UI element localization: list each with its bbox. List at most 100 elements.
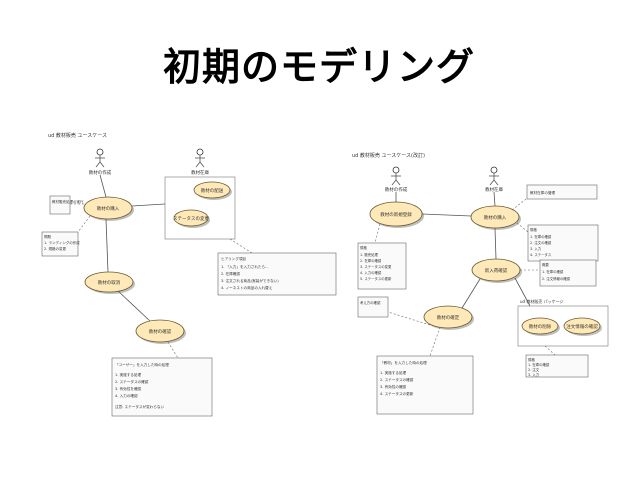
right-dash-1 (374, 223, 381, 244)
right-note-5-line-2: 2. 注文情報の確認 (542, 276, 571, 281)
left-note-3-line-4: 4. ノーネストの商品の入れ替え (221, 285, 273, 290)
left-usecase-1-label: 教材の購入 (97, 205, 120, 212)
right-note-6-line-4: 4. ステータスの更新 (380, 391, 414, 396)
right-note-4-line-3: 3. 入力 (530, 246, 542, 251)
left-note-1: 教材販売処理の実行 (49, 195, 84, 215)
left-note-3: ヒアリング項目 1. 「入力」を入力されたら... 2. 在庫確認 3. 注文さ… (217, 252, 337, 296)
right-actor-2: 教材在庫 (485, 166, 503, 193)
right-actor-2-label: 教材在庫 (485, 186, 503, 193)
left-diagram-caption: ud 教材販売 ユースケース (48, 132, 107, 139)
right-diagram: ud 教材販売 ユースケース(改訂) 教材の作成 教材在庫 教材の新規登録 (352, 152, 609, 415)
left-link-1 (99, 174, 107, 198)
left-note-4: 「ユーザー」を入力した時の処理 1. 実施する処理 2. ステータスの確認 3.… (111, 357, 213, 417)
left-note-4-line-5: 注意: ステータスが変わらない (115, 404, 164, 409)
right-note-4: 規格 1. 在庫の確認 2. 注文の確認 3. 入力 4. ステータス (527, 224, 599, 262)
right-note-3: 教材在庫の管理 (526, 184, 598, 200)
left-note-3-line-0: ヒアリング項目 (221, 256, 246, 261)
left-note-4-line-4: 4. 入力の確認 (115, 393, 138, 398)
right-usecase-4: 教材の確定 (423, 305, 474, 330)
right-group-caption: ud 教材販売 パッケージ (520, 298, 564, 304)
right-actor-1-label: 教材の作成 (385, 186, 408, 193)
left-note-3-line-1: 1. 「入力」を入力されたら... (221, 264, 269, 269)
right-note-4-line-4: 4. ステータス (530, 252, 552, 257)
right-note-1-line-1: 1. 販売処理 (360, 252, 378, 257)
left-note-1-line-0: 教材販売処理の実行 (52, 199, 84, 204)
left-note-4-line-2: 2. ステータスの確認 (115, 379, 149, 384)
right-note-6-line-2: 2. ステータスの確認 (380, 377, 414, 382)
right-note-1: 規格 1. 販売処理 2. 在庫の確認 3. ステータスの変更 4. 入力の確認… (357, 242, 407, 290)
right-note-1-line-3: 3. ステータスの変更 (360, 264, 392, 269)
left-dash-3 (229, 238, 253, 254)
right-note-7: 規格 1. 在庫の確認 2. 注文 3. 入力 (525, 354, 589, 378)
left-link-4 (117, 290, 151, 322)
left-usecase-1: 教材の購入 (83, 196, 134, 221)
right-link-2 (421, 213, 472, 217)
left-usecase-3: ステータスの変更 (173, 209, 210, 228)
left-note-4-line-1: 1. 実施する処理 (115, 372, 142, 377)
right-link-6 (514, 277, 531, 307)
right-note-5: 概要 1. 在庫の確認 2. 注文情報の確認 (539, 259, 597, 287)
left-note-4-line-0: 「ユーザー」を入力した時の処理 (115, 362, 169, 367)
right-link-3 (493, 191, 496, 207)
left-note-2-line-2: 2. 規格の変更 (44, 246, 66, 251)
right-usecase-1-label: 教材の新規登録 (380, 211, 412, 218)
left-note-3-line-3: 3. 注文される商品(実装ができない) (221, 278, 279, 283)
left-usecase-5-label: 教材の確認 (149, 328, 172, 335)
slide-title: 初期のモデリング (162, 45, 475, 89)
right-note-2-line-0: 考え方の確認 (360, 300, 381, 305)
right-note-1-line-4: 4. 入力の確認 (360, 270, 382, 275)
right-note-4-line-0: 規格 (530, 227, 537, 232)
right-note-4-line-1: 1. 在庫の確認 (530, 234, 552, 239)
right-note-6: 「教材」を入力した時の処理 1. 実施する処理 2. ステータスの確認 3. 有… (376, 355, 474, 415)
left-link-2 (131, 203, 166, 207)
left-usecase-3-label: ステータスの変更 (173, 215, 209, 222)
right-usecase-5-label: 教材の削除 (529, 323, 552, 330)
left-link-3 (105, 218, 109, 273)
right-note-1-line-2: 2. 在庫の確認 (360, 258, 382, 263)
right-usecase-3-label: 新入荷確認 (485, 267, 508, 274)
right-usecase-4-label: 教材の確定 (437, 314, 460, 321)
left-note-2: 問題 1. ランディングの作成 2. 規格の変更 (41, 231, 80, 257)
left-actor-2: 教材在庫 (191, 148, 209, 176)
right-link-4 (494, 227, 497, 260)
right-note-7-line-1: 1. 在庫の確認 (528, 362, 550, 367)
right-usecase-2-label: 教材の購入 (484, 214, 507, 221)
right-usecase-3: 新入荷確認 (471, 258, 522, 283)
right-dash-3 (516, 222, 529, 233)
left-boundary-box (164, 176, 236, 240)
right-dash-7 (544, 345, 556, 356)
right-note-1-line-0: 規格 (360, 245, 367, 250)
right-actor-1: 教材の作成 (385, 166, 408, 193)
left-dash-2 (77, 215, 91, 233)
right-note-3-line-0: 教材在庫の管理 (530, 190, 556, 195)
right-note-6-line-1: 1. 実施する処理 (380, 370, 407, 375)
right-usecase-6: 注文情報の確認 (563, 317, 602, 336)
right-note-1-line-5: 5. ステータスの更新 (360, 276, 392, 281)
right-diagram-caption: ud 教材販売 ユースケース(改訂) (352, 152, 425, 159)
right-note-7-line-0: 規格 (528, 357, 535, 362)
left-note-3-line-2: 2. 在庫確認 (221, 271, 240, 276)
right-note-4-line-2: 2. 注文の確認 (530, 240, 552, 245)
left-usecase-2-label: 教材の配送 (201, 187, 224, 194)
right-link-5 (461, 278, 481, 309)
right-note-6-line-3: 3. 有効性の確認 (380, 384, 407, 389)
right-note-5-line-1: 1. 在庫の確認 (542, 269, 564, 274)
left-actor-2-label: 教材在庫 (191, 169, 209, 176)
right-usecase-6-label: 注文情報の確認 (566, 323, 598, 330)
left-usecase-2: 教材の配送 (193, 181, 232, 200)
left-note-4-line-3: 3. 有効性を確認 (115, 386, 142, 391)
left-note-2-line-0: 問題 (44, 234, 51, 239)
left-usecase-5: 教材の確認 (135, 319, 186, 344)
right-note-5-line-0: 概要 (542, 262, 549, 267)
right-note-7-line-3: 3. 入力 (528, 372, 540, 377)
left-actor-1: 教材の作成 (89, 148, 112, 176)
left-usecase-4: 教材の取消 (84, 271, 135, 294)
right-dash-6 (429, 326, 441, 357)
right-usecase-1: 教材の新規登録 (369, 201, 424, 228)
right-usecase-5: 教材の削除 (521, 317, 560, 336)
left-actor-1-label: 教材の作成 (89, 169, 112, 176)
left-dash-4 (167, 341, 179, 359)
right-group-box (517, 305, 609, 347)
left-usecase-4-label: 教材の取消 (98, 279, 121, 286)
